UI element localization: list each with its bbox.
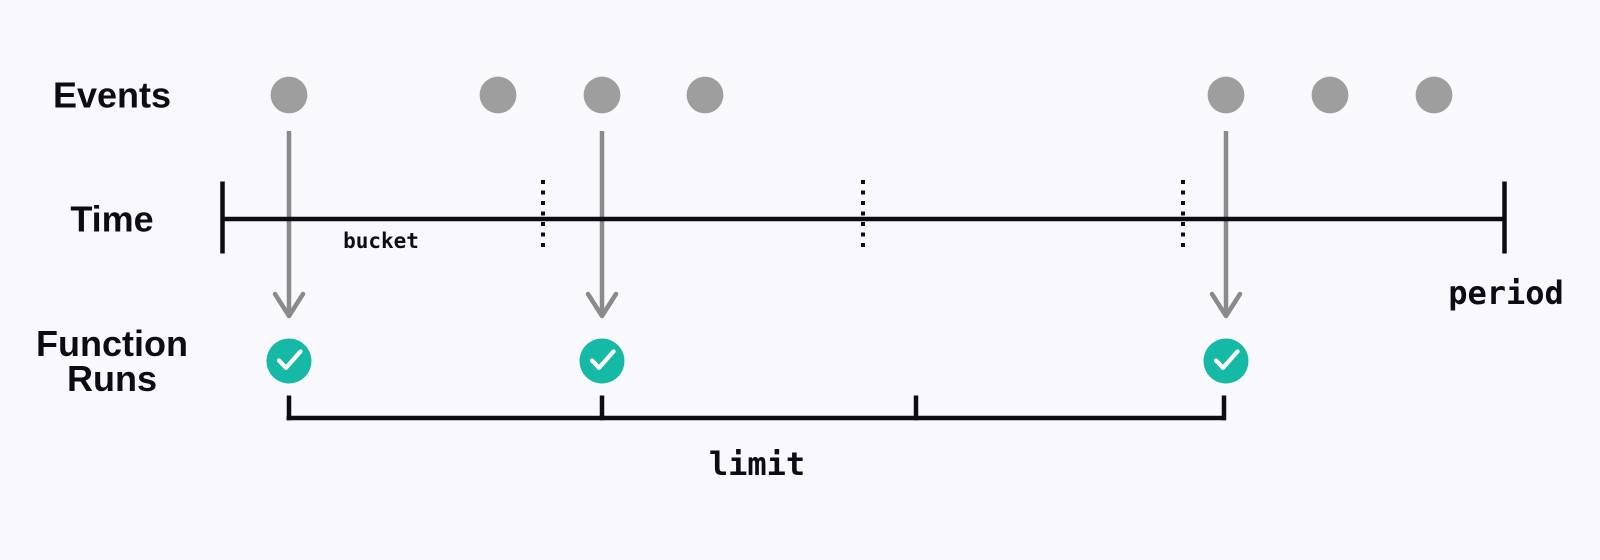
bucket-label: bucket <box>343 229 419 253</box>
events-row-label: Events <box>52 74 172 116</box>
limit-label: limit <box>708 445 806 483</box>
check-icon <box>589 349 616 370</box>
function-run-badge <box>266 338 312 384</box>
event-arrowhead-icon <box>585 291 619 319</box>
event-arrowhead-icon <box>272 291 306 319</box>
check-icon <box>276 349 303 370</box>
event-dot <box>1311 76 1349 114</box>
event-dot <box>479 76 517 114</box>
event-dot <box>583 76 621 114</box>
function-run-badge <box>579 338 625 384</box>
event-dot <box>270 76 308 114</box>
check-icon <box>1213 349 1240 370</box>
function-run-badge <box>1203 338 1249 384</box>
function-runs-row-label: Function Runs <box>36 323 188 399</box>
period-label: period <box>1448 274 1564 312</box>
event-dot <box>686 76 724 114</box>
event-arrowhead-icon <box>1209 291 1243 319</box>
event-dot <box>1207 76 1245 114</box>
time-row-label: Time <box>70 198 154 240</box>
event-dot <box>1415 76 1453 114</box>
